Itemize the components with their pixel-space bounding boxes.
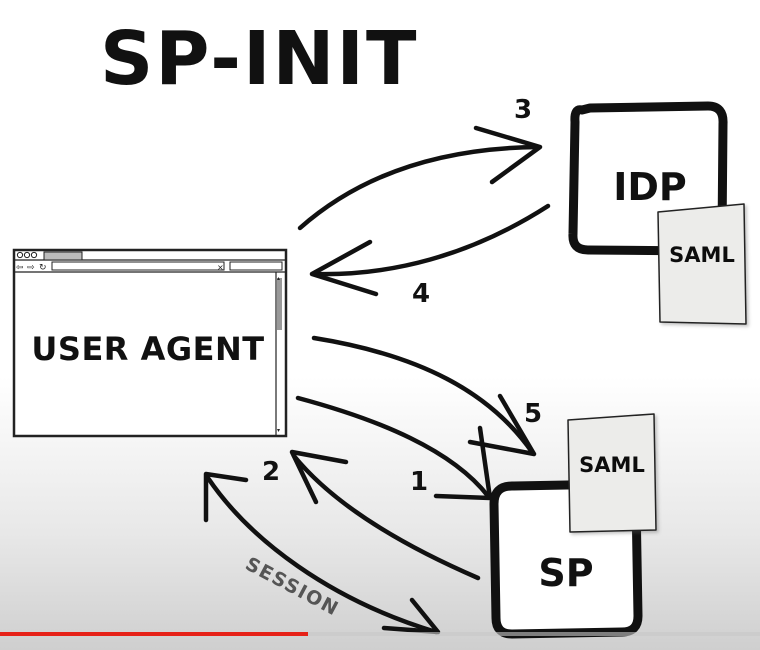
- scrollbar: ▴ ▾: [275, 272, 282, 436]
- user-agent-label: USER AGENT: [31, 330, 264, 368]
- step-number-2: 2: [262, 457, 280, 487]
- reload-icon: ↻: [39, 263, 47, 273]
- address-bar: [51, 261, 225, 271]
- svg-text:▾: ▾: [277, 427, 280, 434]
- saml-idp-label: SAML: [669, 243, 735, 267]
- browser-tab-icon: [43, 251, 83, 261]
- navigation-icons: ⇦ ⇨ ↻: [16, 263, 47, 273]
- user-agent-browser-window: ⇦ ⇨ ↻ × ▴ ▾ USER AGENT: [12, 248, 288, 438]
- step-number-1: 1: [410, 467, 428, 497]
- forward-arrow-icon: ⇨: [27, 263, 35, 273]
- svg-text:▴: ▴: [277, 275, 280, 282]
- arrow-step-5: [311, 335, 537, 457]
- diagram-title: SP-INIT: [100, 16, 418, 102]
- video-progress-bar[interactable]: [0, 632, 760, 636]
- arrow-step-2: [289, 449, 481, 581]
- back-arrow-icon: ⇦: [16, 263, 24, 273]
- arrow-step-1: [295, 395, 493, 501]
- idp-label: IDP: [613, 165, 687, 209]
- window-control-icons: [16, 251, 38, 259]
- arrow-step-3: [297, 125, 543, 231]
- video-progress-fill: [0, 632, 308, 636]
- step-number-5: 5: [524, 399, 542, 429]
- arrow-step-4: [309, 203, 551, 297]
- step-number-4: 4: [412, 279, 430, 309]
- saml-sp-label: SAML: [579, 453, 645, 477]
- search-bar: [229, 261, 283, 271]
- saml-assertion-sp: SAML: [567, 413, 657, 533]
- sp-label: SP: [538, 551, 593, 595]
- saml-assertion-idp: SAML: [657, 203, 747, 325]
- close-icon: ×: [217, 263, 224, 272]
- step-number-3: 3: [514, 95, 532, 125]
